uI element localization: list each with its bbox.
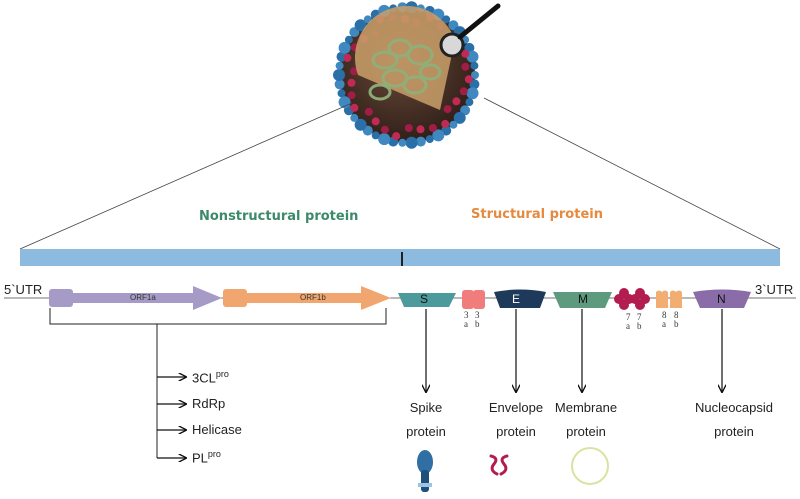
e-gene-label: E xyxy=(512,292,521,306)
nsp-output-3clpro: 3CLpro xyxy=(192,369,229,386)
nsp-arrows xyxy=(157,377,186,458)
gene-8a-letter: a xyxy=(662,319,666,329)
m-gene-label: M xyxy=(578,292,588,306)
genome-bar xyxy=(20,249,780,266)
utr5-label: 5`UTR xyxy=(4,282,43,297)
gene-3a-number: 3 xyxy=(464,310,469,320)
gene-8a-number: 8 xyxy=(662,310,667,320)
envelope-label-2: protein xyxy=(496,424,536,439)
orf3-genes xyxy=(462,290,485,309)
gene-8b-number: 8 xyxy=(674,310,679,320)
orf1a-label: ORF1a xyxy=(130,293,156,302)
orf7-genes xyxy=(614,288,650,310)
n-gene xyxy=(693,289,751,308)
nucleocapsid-label-2: protein xyxy=(714,424,754,439)
spike-label-2: protein xyxy=(406,424,446,439)
orf1b-label: ORF1b xyxy=(300,293,326,302)
nsp-output-plpro: PLpro xyxy=(192,449,221,466)
utr3-label: 3`UTR xyxy=(755,282,794,297)
membrane-label-1: Membrane xyxy=(554,400,618,415)
gene-3a-letter: a xyxy=(464,319,468,329)
envelope-label-1: Envelope xyxy=(488,400,544,415)
e-gene xyxy=(494,289,546,308)
spike-label-1: Spike xyxy=(409,400,443,415)
gene-7a-number: 7 xyxy=(626,312,631,322)
nsp-output-helicase: Helicase xyxy=(192,422,242,437)
magnifier-icon xyxy=(439,3,501,58)
gene-8b-letter: b xyxy=(674,319,679,329)
spike-protein-icon xyxy=(417,450,433,492)
orf8-genes xyxy=(656,290,682,308)
membrane-protein-icon xyxy=(571,447,609,485)
nonstructural-title: Nonstructural protein xyxy=(199,209,359,224)
projection-line-right xyxy=(483,97,781,250)
gene-3b-number: 3 xyxy=(475,310,480,320)
projection-line-left xyxy=(19,102,353,250)
gene-7b-letter: b xyxy=(637,321,642,331)
coronavirus-virion-icon xyxy=(333,1,501,149)
orf1a-gene xyxy=(49,286,222,310)
orf1b-gene xyxy=(223,286,391,310)
gene-7a-letter: a xyxy=(626,321,630,331)
nsp-bracket xyxy=(49,308,387,458)
protein-arrows xyxy=(426,309,722,392)
m-gene xyxy=(553,292,612,308)
gene-7b-number: 7 xyxy=(637,312,642,322)
membrane-label-2: protein xyxy=(566,424,606,439)
envelope-protein-icon xyxy=(489,454,509,476)
structural-title: Structural protein xyxy=(471,207,603,222)
gene-3b-letter: b xyxy=(475,319,480,329)
nucleocapsid-label-1: Nucleocapsid xyxy=(694,400,774,415)
s-gene-label: S xyxy=(420,292,429,306)
s-gene xyxy=(398,293,456,307)
nsp-output-rdrp: RdRp xyxy=(192,396,226,411)
n-gene-label: N xyxy=(717,292,726,306)
